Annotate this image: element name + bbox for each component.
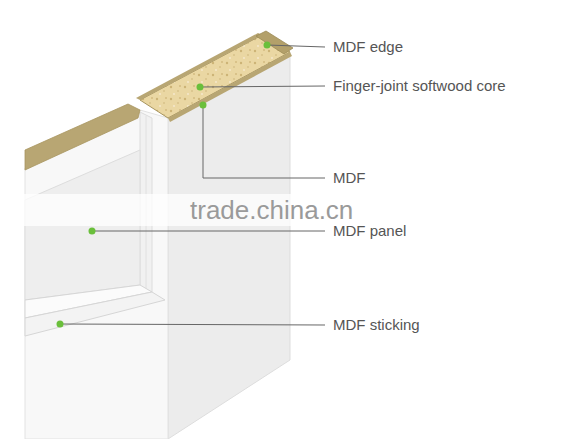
leader-line — [92, 231, 325, 232]
part-label: MDF — [333, 169, 366, 187]
part-label: Finger-joint softwood core — [333, 77, 506, 95]
leader-line — [200, 86, 325, 87]
mdf-skin — [136, 33, 262, 100]
leader-dot — [89, 228, 96, 235]
leader-line — [60, 324, 325, 325]
mdf-edge-strip — [256, 31, 293, 54]
part-label: MDF edge — [333, 38, 403, 56]
leader-dot — [197, 84, 204, 91]
softwood-core — [140, 35, 290, 118]
leader-dot — [264, 42, 271, 49]
leader-dot — [200, 102, 207, 109]
panel-edge — [25, 104, 140, 170]
part-label: MDF sticking — [333, 316, 420, 334]
sticking-molding — [25, 292, 165, 336]
part-label: MDF panel — [333, 222, 406, 240]
leader-dot — [57, 321, 64, 328]
leader-line — [203, 105, 325, 178]
leader-line — [267, 45, 325, 47]
watermark: trade.china.cn — [190, 195, 353, 225]
watermark-band — [0, 194, 561, 226]
